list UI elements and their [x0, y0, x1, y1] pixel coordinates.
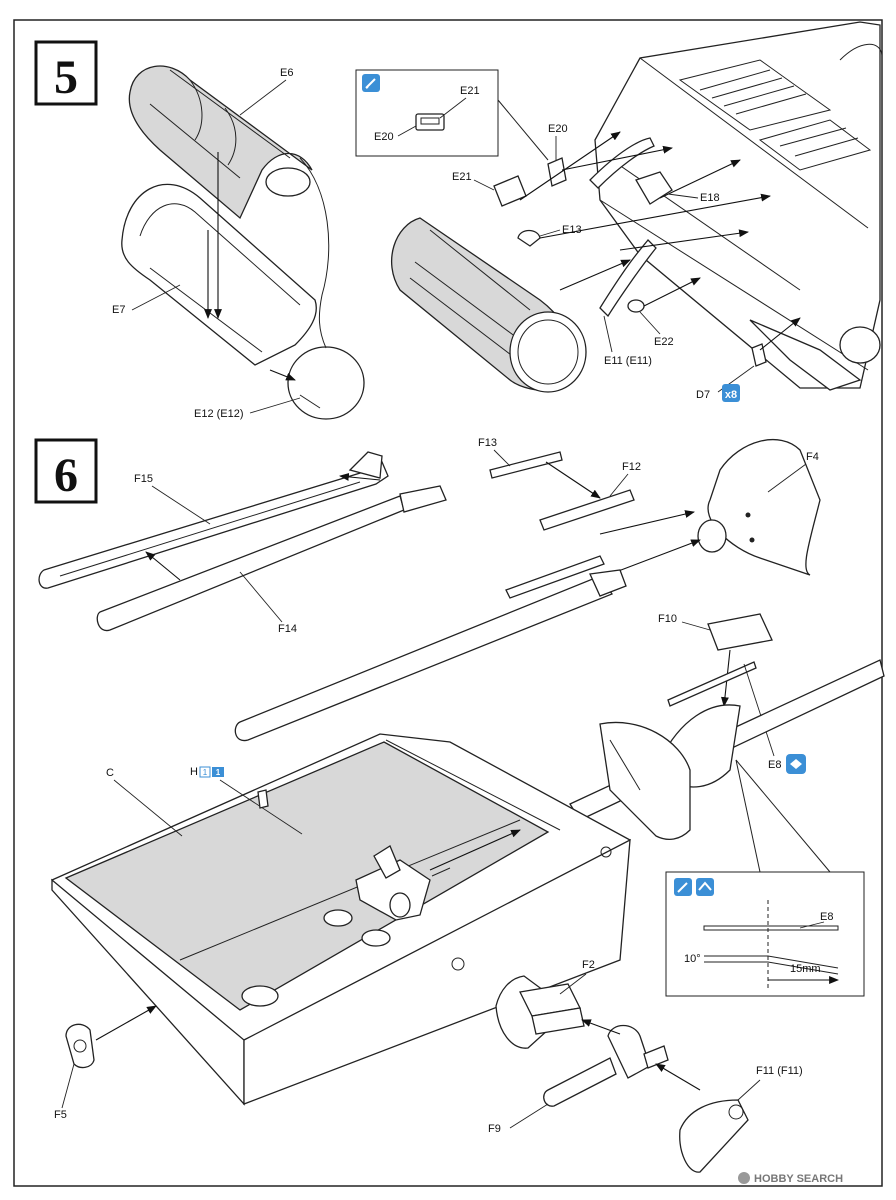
label-f13: F13: [478, 437, 497, 449]
label-f9: F9: [488, 1123, 501, 1135]
label-c: C: [106, 767, 114, 779]
h-reference-badge: H 1 1: [190, 766, 224, 778]
part-f5-hook: [65, 1023, 95, 1069]
step-6-box: [34, 438, 98, 504]
part-e21-bracket: [493, 175, 527, 207]
part-e11-strap: [599, 239, 657, 318]
part-fuel-drum: [391, 217, 587, 393]
label-e12: E12 (E12): [194, 408, 244, 420]
label-f2: F2: [582, 959, 595, 971]
label-f10: F10: [658, 613, 677, 625]
part-hull-rear: [594, 21, 883, 391]
step-6: 6 F15 F14 F13 F12: [34, 437, 885, 1173]
page-border: [13, 19, 883, 1187]
label-e21: E21: [452, 171, 472, 183]
label-e21-inset: E21: [460, 85, 480, 97]
label-e7: E7: [112, 304, 125, 316]
part-f11-arc: [679, 1099, 749, 1173]
svg-text:1: 1: [203, 768, 208, 777]
d7-quantity-badge: x8: [722, 384, 740, 402]
label-inset-e8: E8: [820, 911, 833, 923]
inset-e8-bend: E8 10° 15mm: [665, 871, 865, 997]
label-e13: E13: [562, 224, 582, 236]
part-d7-link: [751, 343, 767, 367]
label-inset-length: 15mm: [790, 963, 821, 975]
label-f15: F15: [134, 473, 153, 485]
part-main-barrel: [234, 575, 613, 742]
part-e11-strap-upper: [589, 137, 655, 189]
part-barrel-assembly: [505, 555, 605, 599]
label-e8: E8: [768, 759, 781, 771]
part-f15-barrel-half: [38, 451, 389, 589]
label-f11: F11 (F11): [756, 1065, 803, 1077]
label-e11: E11 (E11): [604, 355, 652, 367]
part-e7-cradle: [121, 183, 317, 366]
label-e6: E6: [280, 67, 293, 79]
label-e22: E22: [654, 336, 674, 348]
label-f4: F4: [806, 451, 819, 463]
part-e22-pin: [627, 299, 645, 313]
part-gun-housing: [599, 721, 691, 841]
part-f9-elbow: [543, 1024, 669, 1107]
engine-grille: [678, 59, 872, 171]
svg-text:1: 1: [216, 768, 221, 777]
part-f12-pin: [539, 489, 635, 531]
svg-text:H: H: [190, 766, 198, 778]
label-f14: F14: [278, 623, 297, 635]
step-5: 5 E6 E7 E12 (E1: [34, 21, 883, 420]
step-5-box: [34, 40, 98, 106]
part-e18-bracket: [635, 171, 673, 205]
svg-text:HOBBY SEARCH: HOBBY SEARCH: [754, 1173, 843, 1185]
watermark: HOBBY SEARCH: [738, 1172, 843, 1185]
label-d7: D7: [696, 389, 710, 401]
label-f5: F5: [54, 1109, 67, 1121]
part-breech: [355, 845, 431, 921]
part-f13-strip: [489, 451, 563, 479]
label-inset-angle: 10°: [684, 953, 701, 965]
label-e20-inset: E20: [374, 131, 394, 143]
part-c-hull-tub: [50, 733, 631, 1106]
bend-up-icon: [696, 878, 714, 896]
part-f14-barrel: [96, 485, 447, 632]
step-5-number: 5: [54, 51, 78, 104]
part-small-clip: [257, 789, 269, 809]
part-e6-drum-half: [128, 65, 313, 220]
part-f2-arc-plate: [495, 975, 585, 1049]
part-e13-knob: [517, 229, 541, 247]
inset-e20-e21: E21 E20: [355, 69, 549, 161]
step-6-number: 6: [54, 449, 78, 502]
part-f10-cover: [707, 613, 773, 651]
label-e20: E20: [548, 123, 568, 135]
label-e18: E18: [700, 192, 720, 204]
label-f12: F12: [622, 461, 641, 473]
part-f4-mantlet: [697, 438, 821, 576]
part-e8-rod: [667, 661, 757, 707]
hull-deck: [64, 741, 550, 1011]
svg-text:x8: x8: [725, 389, 737, 401]
part-e12-end-cap: [287, 346, 365, 420]
part-e20-clip: [547, 157, 567, 187]
bend-arrows-icon: [786, 754, 806, 774]
